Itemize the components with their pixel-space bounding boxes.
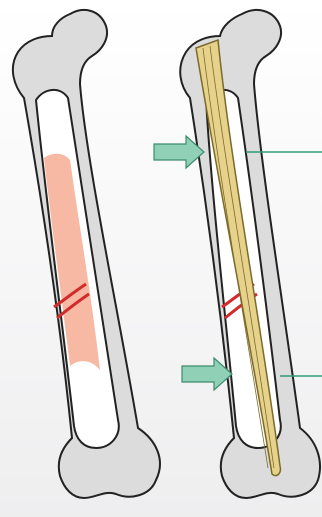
left-femur (13, 10, 160, 498)
arrow-lower (182, 358, 232, 390)
right-femur (180, 10, 320, 498)
right-arrow-icon (182, 358, 232, 390)
